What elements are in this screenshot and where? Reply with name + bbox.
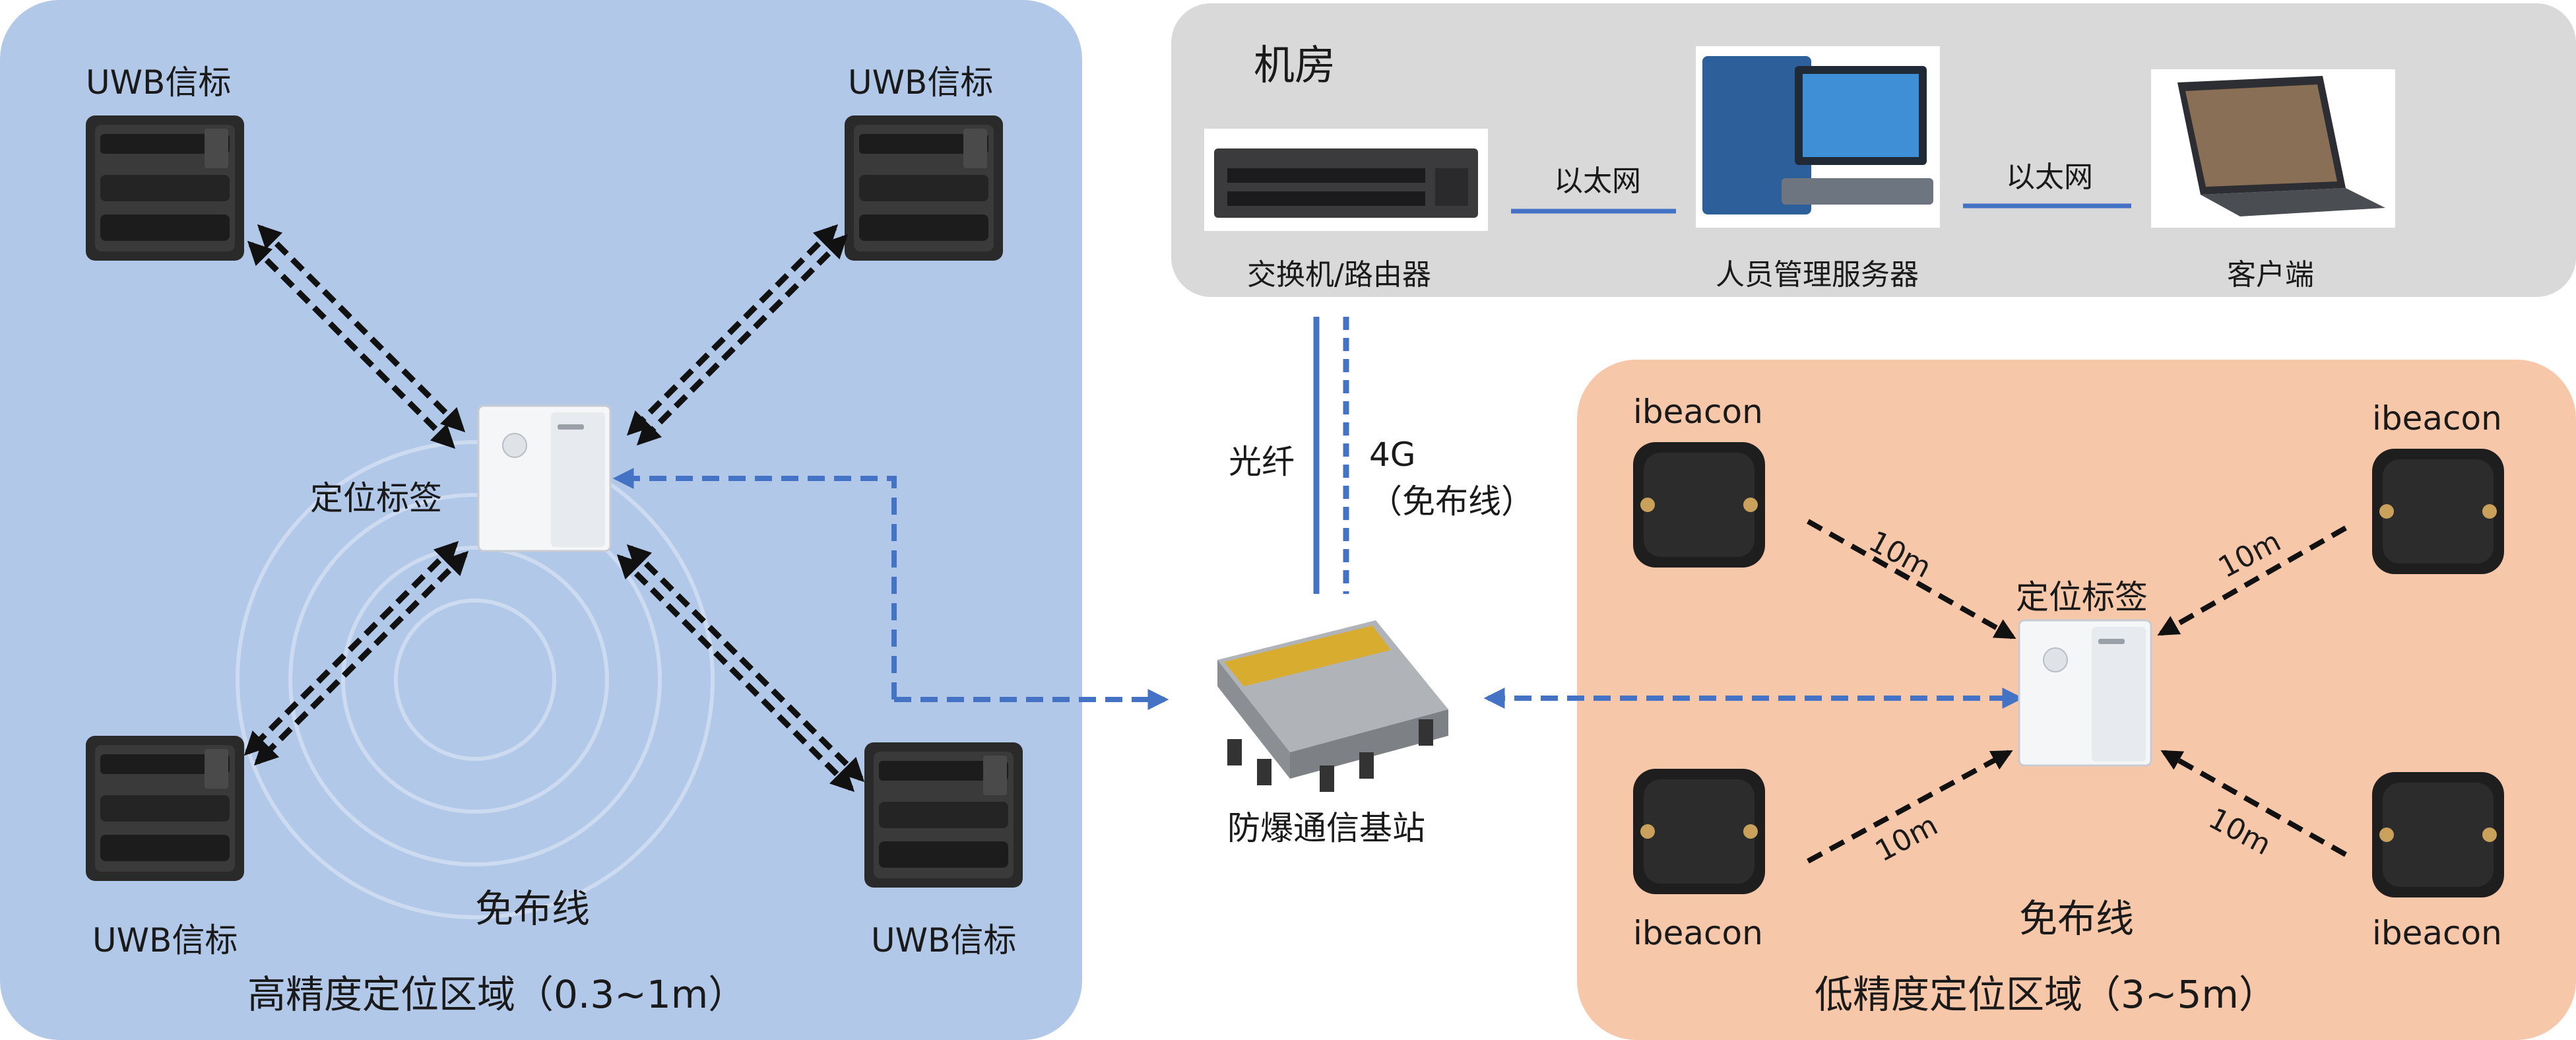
uwb-beacon-label: UWB信标 — [871, 921, 1017, 959]
ibeacon-icon — [2372, 772, 2504, 897]
low-zone-wiring: 免布线 — [2019, 896, 2135, 941]
uwb-beacon-icon — [86, 115, 244, 261]
ibeacon-label: ibeacon — [2372, 399, 2502, 438]
ibeacon-icon — [2372, 449, 2504, 574]
high-zone-wiring: 免布线 — [475, 886, 591, 931]
fiber-label: 光纤 — [1229, 443, 1295, 481]
ibeacon-label: ibeacon — [1633, 393, 1763, 431]
tag-to-base-link — [612, 468, 1169, 710]
high-zone-title: 高精度定位区域（0.3~1m） — [247, 972, 747, 1017]
ibeacon-icon — [1633, 769, 1765, 894]
server-label: 人员管理服务器 — [1716, 258, 1919, 292]
server-room-title: 机房 — [1254, 41, 1336, 89]
laptop-icon — [2151, 69, 2395, 228]
ibeacon-icon — [1633, 442, 1765, 568]
switch-label: 交换机/路由器 — [1247, 258, 1431, 292]
ibeacon-label: ibeacon — [2372, 914, 2502, 952]
tag-icon — [477, 405, 612, 552]
uwb-beacon-label: UWB信标 — [86, 63, 232, 102]
base-station-label: 防爆通信基站 — [1227, 809, 1425, 847]
tag-icon — [2018, 619, 2152, 767]
ibeacon-label: ibeacon — [1633, 914, 1763, 952]
low-zone-title: 低精度定位区域（3~5m） — [1815, 972, 2277, 1017]
ibeacon-links — [1807, 519, 2347, 864]
uwb-beacon-icon — [864, 742, 1023, 888]
client-label: 客户端 — [2227, 258, 2314, 292]
uwb-beacon-label: UWB信标 — [848, 63, 994, 102]
ethernet-label: 以太网 — [1554, 164, 1641, 198]
watermark-swirl — [236, 440, 715, 919]
tag-label: 定位标签 — [310, 479, 442, 517]
uwb-links — [243, 224, 865, 793]
server-icon — [1696, 46, 1940, 228]
uwb-beacon-label: UWB信标 — [92, 921, 238, 959]
switch-icon — [1204, 129, 1488, 231]
cellular-note: （免布线） — [1369, 482, 1534, 521]
base-station-icon — [1217, 620, 1448, 792]
ethernet-label: 以太网 — [2006, 160, 2093, 194]
cellular-label: 4G — [1369, 436, 1416, 474]
uwb-beacon-icon — [86, 736, 244, 881]
tag-label: 定位标签 — [2016, 578, 2148, 616]
uwb-beacon-icon — [845, 115, 1003, 261]
